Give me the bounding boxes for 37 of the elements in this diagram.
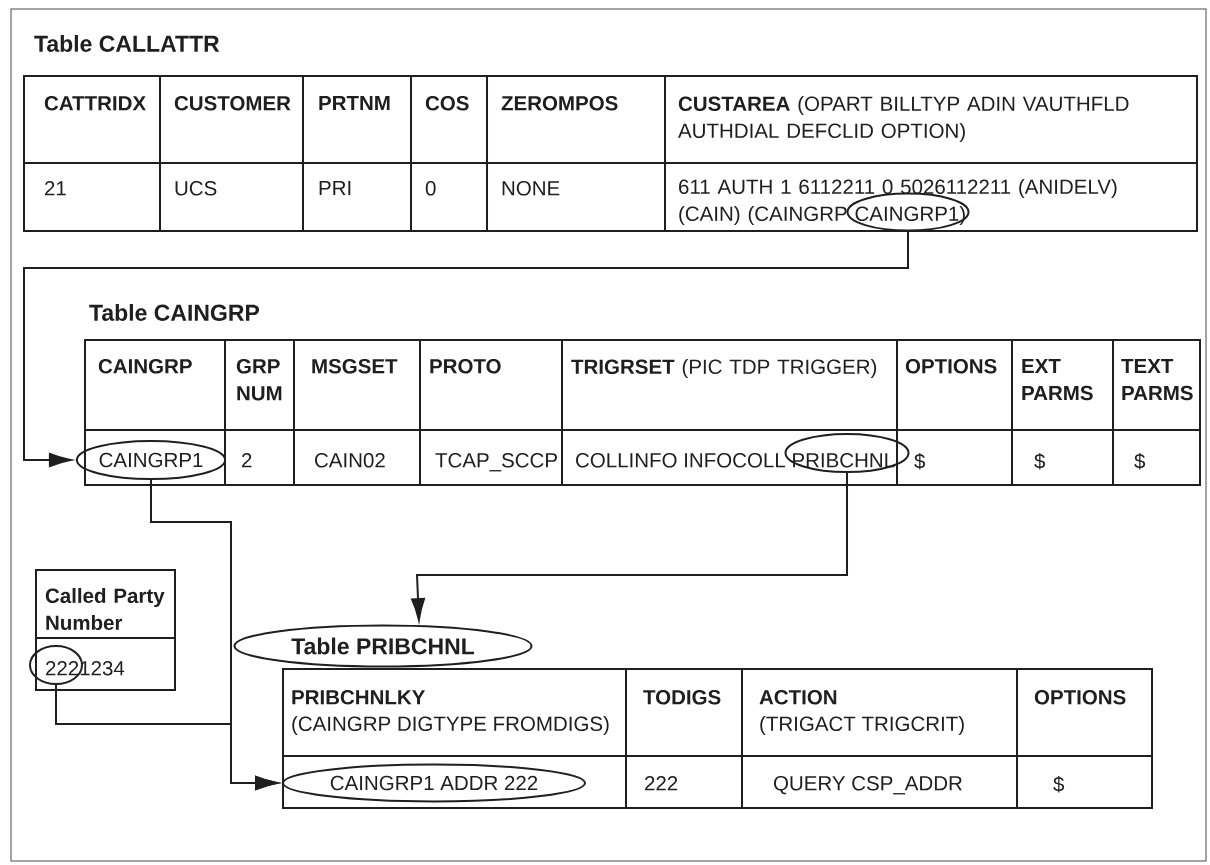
field-value: NONE [502, 181, 560, 196]
field-value: $ [1053, 776, 1065, 793]
field-value: CAIN02 [315, 453, 385, 468]
field-value: 222 [645, 776, 678, 791]
circled-value [846, 192, 970, 232]
field-value: TCAP_SCCP [435, 453, 557, 472]
table-title: Table CAINGRP [89, 304, 259, 321]
column-heading: EXT PARMS [1022, 359, 1093, 401]
field-value: $ [1134, 453, 1146, 470]
field-value: 0 [425, 181, 436, 196]
table-title: Table CALLATTR [34, 35, 220, 52]
field-value: 611 AUTH 1 6112211 0 5026112211 (ANIDELV) (CAIN) (CAINGRP CAINGRP1) [679, 179, 1117, 226]
circled-value [784, 433, 910, 473]
column-heading: TEXT PARMS [1121, 359, 1193, 401]
column-heading: ZEROMPOS [501, 96, 618, 111]
column-heading: OPTIONS [1034, 690, 1126, 705]
column-heading: ACTION [759, 690, 837, 705]
column-heading: CAINGRP [98, 359, 192, 374]
field-value: (TRIGACT TRIGCRIT) [760, 716, 964, 736]
column-heading: COS [425, 96, 469, 111]
field-value: COLLINFO INFOCOLL PRIBCHNL [576, 453, 895, 468]
column-heading: OPTIONS [905, 359, 997, 374]
column-heading: TODIGS [643, 690, 721, 705]
column-heading: PROTO [430, 359, 501, 374]
field-value: 21 [45, 181, 66, 196]
field-value: UCS [175, 181, 217, 196]
arrow [23, 230, 909, 467]
column-heading: CATTRIDX [44, 96, 146, 111]
column-heading: PRIBCHNLKY [292, 690, 426, 705]
column-heading: PRTNM [319, 96, 390, 111]
column-heading: MSGSET [312, 359, 398, 374]
field-value: QUERY CSP_ADDR [774, 776, 962, 795]
field-value: PRI [319, 181, 351, 196]
field-value: $ [1034, 453, 1046, 470]
field-value: (CAINGRP DIGTYPE FROMDIGS) [292, 716, 609, 736]
column-heading: CUSTOMER [174, 96, 291, 111]
column-heading: GRP NUM [236, 359, 282, 401]
